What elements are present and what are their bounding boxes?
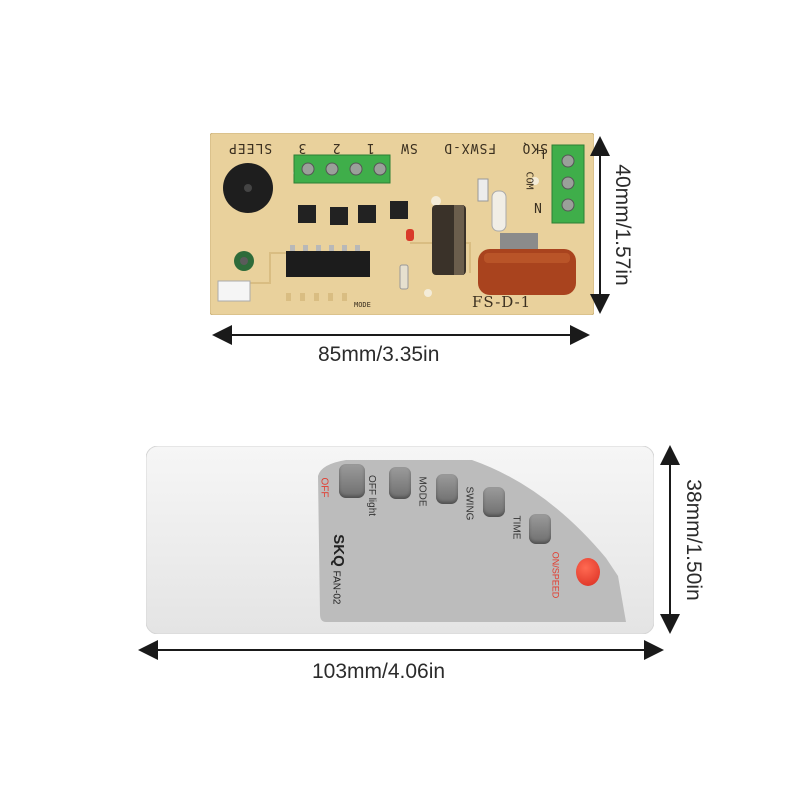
remote-body xyxy=(146,446,654,634)
on-speed-label: ON/SPEED xyxy=(550,551,561,599)
pcb-board: SKQ FSWX-D SW 1 2 3 SLEEP L COM N FS-D-1… xyxy=(210,133,594,315)
remote-width-label: 103mm/4.06in xyxy=(312,660,446,683)
off-button[interactable] xyxy=(339,464,365,498)
diode xyxy=(399,264,409,290)
terminal-block-top xyxy=(293,154,391,184)
small-capacitor xyxy=(234,251,254,271)
off-light-button[interactable] xyxy=(389,467,411,499)
on-speed-button[interactable] xyxy=(576,558,600,586)
electrolytic-capacitor xyxy=(432,205,466,275)
metal-tab xyxy=(500,233,538,249)
film-capacitor xyxy=(478,249,576,295)
board-width-label: 85mm/3.35in xyxy=(318,343,440,366)
terminal-block-right xyxy=(551,144,585,224)
white-connector xyxy=(217,280,251,302)
time-button[interactable] xyxy=(529,514,551,544)
model-label-remote: FAN-02 xyxy=(330,570,342,605)
buzzer xyxy=(223,163,273,213)
fuse xyxy=(477,178,489,202)
led xyxy=(406,229,414,241)
ic-chip xyxy=(286,245,370,277)
mode-label: MODE xyxy=(416,476,428,507)
swing-label: SWING xyxy=(463,486,475,521)
remote-control: OFF OFF light MODE SWING TIME ON/SPEED S… xyxy=(146,446,654,634)
transistors xyxy=(298,201,408,225)
brand-label: SKQ xyxy=(329,534,347,567)
mode-button[interactable] xyxy=(436,474,458,504)
pin-header xyxy=(286,293,347,301)
model-label: FS-D-1 xyxy=(472,293,532,311)
swing-button[interactable] xyxy=(483,487,505,517)
off-label: OFF xyxy=(318,477,330,498)
time-label: TIME xyxy=(510,515,522,540)
remote-height-label: 38mm/1.50in xyxy=(682,479,705,601)
pcb-board-graphic xyxy=(210,133,594,315)
off-light-label: OFF light xyxy=(366,474,378,517)
resistor xyxy=(491,190,507,232)
control-panel xyxy=(318,460,626,622)
silkscreen-mode: MODE xyxy=(354,301,371,309)
board-height-label: 40mm/1.57in xyxy=(611,164,634,286)
